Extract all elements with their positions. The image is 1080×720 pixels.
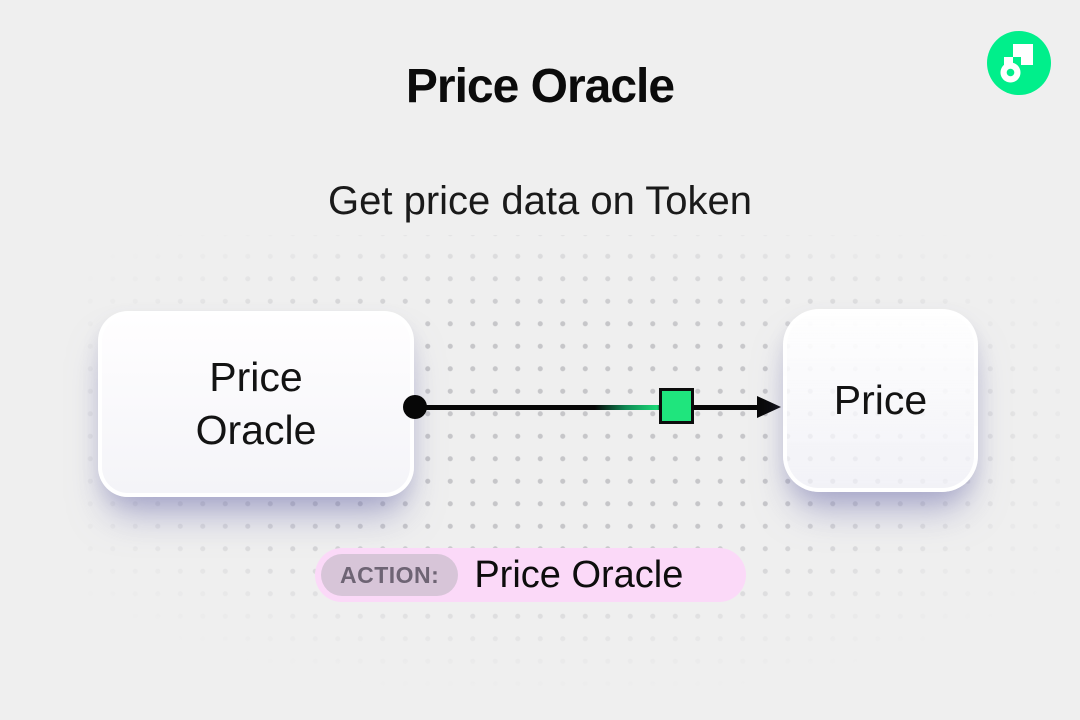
action-label: Price Oracle (474, 553, 684, 596)
source-node-label: Price Oracle (195, 353, 317, 453)
page-subtitle: Get price data on Token (328, 179, 752, 223)
page-title: Price Oracle (405, 60, 675, 113)
connector-marker-square[interactable] (659, 388, 694, 424)
arrowhead-icon (757, 396, 781, 418)
connector-line (415, 405, 761, 410)
target-node-label: Price (833, 377, 928, 423)
action-badge: ACTION: (321, 554, 459, 596)
source-node-price-oracle[interactable]: Price Oracle (98, 311, 414, 497)
target-node-price[interactable]: Price (783, 309, 978, 492)
action-pill: ACTION: Price Oracle (315, 548, 746, 602)
flow-logo-icon (987, 31, 1051, 95)
